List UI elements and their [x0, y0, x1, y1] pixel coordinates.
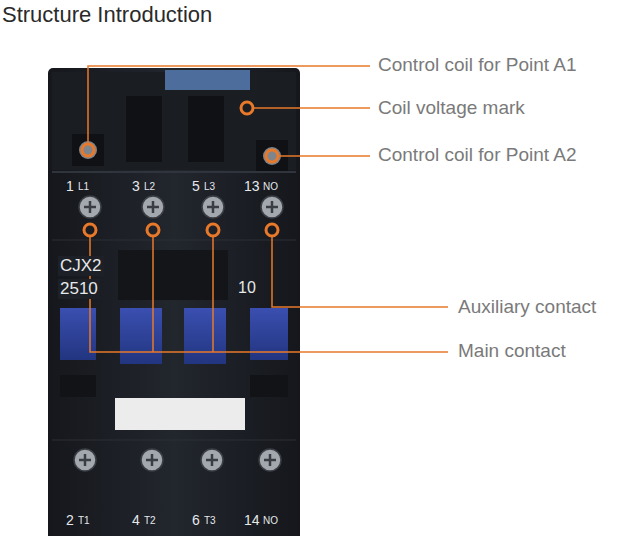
callout-label: Control coil for Point A2 [378, 144, 577, 167]
callout-label: Main contact [458, 340, 566, 363]
terminal-number: 13 [244, 178, 260, 195]
terminal-name: NO [263, 515, 278, 527]
terminal-number: 14 [244, 512, 260, 529]
callout-dots [82, 102, 278, 236]
terminal-number: 3 [132, 178, 140, 195]
terminal-name: T2 [144, 515, 156, 527]
terminal-number: 2 [66, 512, 74, 529]
callout-label: Control coil for Point A1 [378, 54, 577, 77]
terminal-number: 5 [192, 178, 200, 195]
terminal-number: 1 [66, 178, 74, 195]
callout-label: Coil voltage mark [378, 97, 525, 120]
terminal-name: L2 [144, 181, 155, 193]
model-name: CJX2 [58, 256, 104, 276]
terminal-name: L1 [78, 181, 89, 193]
model-number: 2510 [58, 279, 100, 299]
terminal-number: 6 [192, 512, 200, 529]
terminal-name: T1 [78, 515, 90, 527]
contactor-body [48, 68, 300, 536]
terminal-number: 4 [132, 512, 140, 529]
terminal-name: L3 [204, 181, 215, 193]
title: Structure Introduction [2, 2, 212, 28]
callout-label: Auxiliary contact [458, 296, 596, 319]
terminal-screws [74, 196, 283, 471]
screw-slots [79, 201, 278, 466]
terminal-name: T3 [204, 515, 216, 527]
contact-code: 10 [238, 278, 256, 297]
terminal-name: NO [263, 181, 278, 193]
